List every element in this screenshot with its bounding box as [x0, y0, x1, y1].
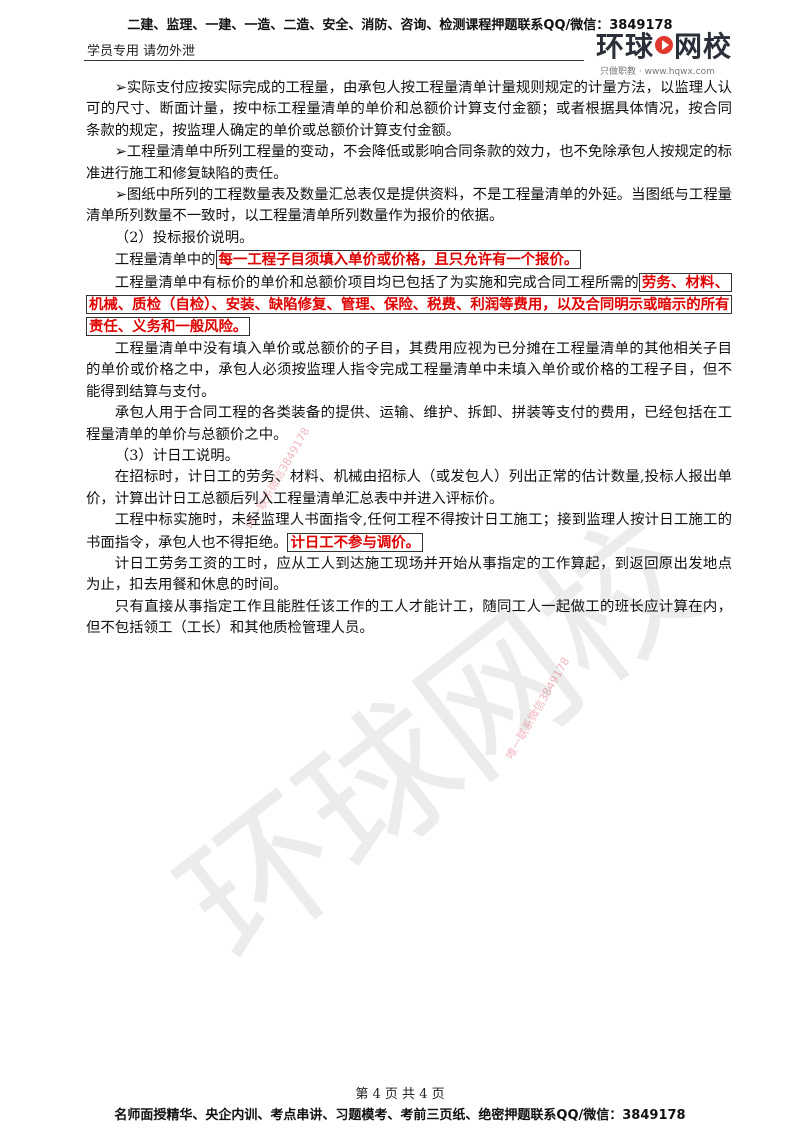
hqwx-logo: 环球网校 只做职教 · www.hqwx.com — [596, 32, 736, 80]
paragraph: 承包人用于合同工程的各类装备的提供、运输、维护、拆卸、拼装等支付的费用，已经包括… — [86, 405, 732, 443]
paragraph: ➢实际支付应按实际完成的工程量，由承包人按工程量清单计量规则规定的计量方法，以监… — [86, 80, 732, 139]
bottom-contact-banner: 名师面授精华、央企内训、考点串讲、习题模考、考前三页纸、绝密押题联系QQ/微信：… — [114, 1108, 686, 1123]
paragraph: ➢图纸中所列的工程数量表及数量汇总表仅是提供资料，不是工程量清单的外延。当图纸与… — [86, 187, 732, 225]
paragraph: 工程量清单中的每一工程子目须填入单价或价格，且只允许有一个报价。 — [86, 249, 732, 271]
header-divider — [84, 60, 584, 61]
top-contact-banner: 二建、监理、一建、一造、二造、安全、消防、咨询、检测课程押题联系QQ/微信：38… — [127, 18, 673, 33]
paragraph: 工程量清单中有标价的单价和总额价项目均已包括了为实施和完成合同工程所需的劳务、材… — [86, 272, 733, 339]
highlighted-text: 每一工程子目须填入单价或价格，且只允许有一个报价。 — [215, 250, 582, 270]
watermark-contact: 唯一联系微信3849178 — [503, 655, 573, 762]
paragraph: 只有直接从事指定工作且能胜任该工作的工人才能计工，随同工人一起做工的班长应计算在… — [86, 598, 732, 637]
paragraph: 在招标时，计日工的劳务、材料、机械由招标人（或发包人）列出正常的估计数量,投标人… — [86, 469, 732, 507]
paragraph: 工程量清单中没有填入单价或总额价的子目，其费用应视为已分摊在工程量清单的其他相关… — [86, 340, 732, 400]
section-heading: （3）计日工说明。 — [114, 447, 240, 464]
section-heading: （2）投标报价说明。 — [114, 229, 254, 246]
highlighted-text: 计日工不参与调价。 — [287, 532, 424, 552]
paragraph: 工程中标实施时，未经监理人书面指令,任何工程不得按计日工施工；接到监理人按计日工… — [86, 512, 732, 552]
logo-wordmark: 环球网校 — [596, 30, 733, 63]
highlighted-text: 劳务、材料、机械、质检（自检）、安装、缺陷修复、管理、保险、税费、利润等费用，以… — [86, 272, 733, 337]
paragraph: 计日工劳务工资的工时，应从工人到达施工现场并开始从事指定的工作算起，到返回原出发… — [86, 555, 732, 594]
page-number: 第 4 页 共 4 页 — [355, 1087, 445, 1102]
logo-tagline: 只做职教 · www.hqwx.com — [600, 67, 715, 77]
header-note: 学员专用 请勿外泄 — [87, 44, 196, 59]
play-icon — [655, 36, 674, 54]
paragraph: ➢工程量清单中所列工程量的变动，不会降低或影响合同条款的效力，也不免除承包人按规… — [86, 144, 732, 182]
document-body: ➢实际支付应按实际完成的工程量，由承包人按工程量清单计量规则规定的计量方法，以监… — [86, 78, 733, 640]
